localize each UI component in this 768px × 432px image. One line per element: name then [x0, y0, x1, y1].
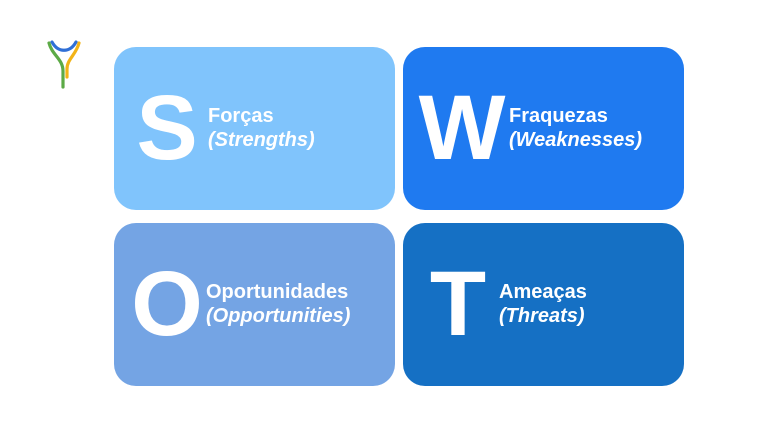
swot-card-threats[interactable]: T Ameaças (Threats)	[403, 223, 684, 386]
swot-text-strengths: Forças (Strengths)	[208, 105, 395, 152]
swot-text-weaknesses: Fraquezas (Weaknesses)	[509, 105, 684, 152]
logo-blue-arc	[50, 40, 78, 52]
swot-letter-opportunities: O	[131, 252, 203, 355]
swot-card-opportunities[interactable]: O Oportunidades (Opportunities)	[114, 223, 395, 386]
swot-text-opportunities: Oportunidades (Opportunities)	[206, 281, 395, 328]
swot-letter-weaknesses: W	[418, 76, 506, 179]
brand-logo	[40, 31, 88, 91]
swot-card-strengths[interactable]: S Forças (Strengths)	[114, 47, 395, 210]
swot-subtitle-weaknesses: (Weaknesses)	[509, 128, 643, 151]
swot-subtitle-threats: (Threats)	[499, 304, 585, 327]
swot-card-weaknesses[interactable]: W Fraquezas (Weaknesses)	[403, 47, 684, 210]
swot-title-strengths: Forças	[208, 104, 274, 127]
swot-title-opportunities: Oportunidades	[206, 280, 349, 303]
swot-title-threats: Ameaças	[499, 280, 587, 303]
logo-yellow-curve	[65, 41, 81, 79]
swot-text-threats: Ameaças (Threats)	[499, 281, 684, 328]
swot-matrix: S Forças (Strengths) W Fraquezas (Weakne…	[114, 47, 684, 386]
swot-title-weaknesses: Fraquezas	[509, 104, 608, 127]
swot-subtitle-strengths: (Strengths)	[208, 128, 315, 151]
swot-letter-strengths: S	[136, 76, 197, 179]
logo-green-curve	[47, 41, 65, 89]
swot-letter-threats: T	[429, 252, 486, 355]
swot-subtitle-opportunities: (Opportunities)	[206, 304, 351, 327]
